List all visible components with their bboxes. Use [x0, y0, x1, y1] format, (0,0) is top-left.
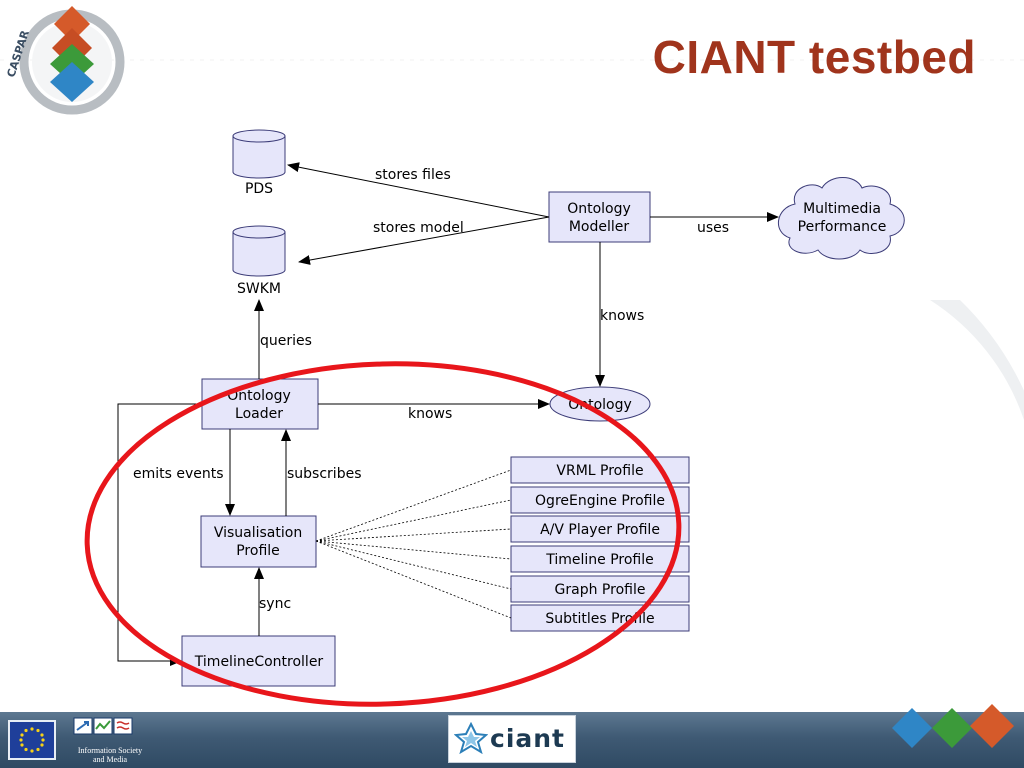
swkm-database: SWKM — [232, 225, 286, 297]
timeline-controller-node: TimelineController — [181, 635, 336, 687]
ontology-loader-label-2: Loader — [235, 406, 283, 422]
pds-label: PDS — [245, 181, 273, 197]
information-society-text-line-1: Information Society — [77, 746, 143, 755]
ciant-star-icon — [454, 722, 488, 754]
ciant-wordmark: ciant — [490, 724, 566, 753]
edge-stores-files — [287, 162, 550, 218]
profile-label: Graph Profile — [555, 582, 646, 598]
profile-box: VRML Profile — [510, 456, 690, 484]
profile-list: VRML Profile OgreEngine Profile A/V Play… — [510, 456, 690, 632]
visualisation-profile-label-2: Profile — [236, 543, 280, 559]
caspar-diamonds-decoration — [892, 704, 1014, 748]
caspar-logo: CASPAR — [4, 6, 125, 115]
information-society-text: Information Society and Media — [62, 746, 158, 764]
eu-flag-logo — [8, 720, 56, 760]
multimedia-label-1: Multimedia — [803, 201, 881, 217]
edge-label-sync: sync — [259, 596, 291, 612]
edge-label-stores-files: stores files — [375, 167, 451, 183]
ontology-loader-label-1: Ontology — [227, 388, 291, 404]
information-society-logo — [73, 717, 133, 735]
profile-label: A/V Player Profile — [540, 522, 660, 538]
visualisation-profile-label-1: Visualisation — [214, 525, 302, 541]
profile-box: Timeline Profile — [510, 545, 690, 573]
edge-loader-to-timeline — [117, 403, 202, 666]
slide-title: CIANT testbed — [652, 31, 976, 83]
profile-box: OgreEngine Profile — [510, 486, 690, 514]
profile-box: A/V Player Profile — [510, 515, 690, 543]
profile-connectors — [315, 469, 512, 619]
highlight-ellipse — [84, 361, 682, 707]
edge-label-knows-modeller: knows — [600, 308, 644, 324]
ontology-modeller-label-2: Modeller — [569, 219, 630, 235]
edge-label-uses: uses — [697, 220, 729, 236]
profile-label: OgreEngine Profile — [535, 493, 665, 509]
edge-label-subscribes: subscribes — [287, 466, 361, 482]
profile-box: Subtitles Profile — [510, 604, 690, 632]
profile-label: VRML Profile — [556, 463, 643, 479]
ontology-loader-node: Ontology Loader — [201, 378, 319, 430]
ontology-node: Ontology — [549, 386, 651, 422]
edge-label-knows-loader: knows — [408, 406, 452, 422]
ontology-modeller-node: Ontology Modeller — [548, 191, 651, 243]
edge-label-emits-events: emits events — [133, 466, 224, 482]
timeline-controller-label: TimelineController — [194, 654, 324, 670]
information-society-text-line-2: and Media — [93, 755, 127, 764]
multimedia-label-2: Performance — [798, 219, 887, 235]
visualisation-profile-node: Visualisation Profile — [200, 515, 317, 568]
edge-label-stores-model: stores model — [373, 220, 464, 236]
pds-database: PDS — [232, 129, 286, 197]
ontology-modeller-label-1: Ontology — [567, 201, 631, 217]
multimedia-performance-cloud: Multimedia Performance — [778, 177, 905, 260]
swkm-label: SWKM — [237, 281, 281, 297]
ontology-label: Ontology — [568, 397, 632, 413]
edge-stores-model — [298, 216, 550, 265]
edge-label-queries: queries — [260, 333, 312, 349]
profile-label: Timeline Profile — [545, 552, 654, 568]
